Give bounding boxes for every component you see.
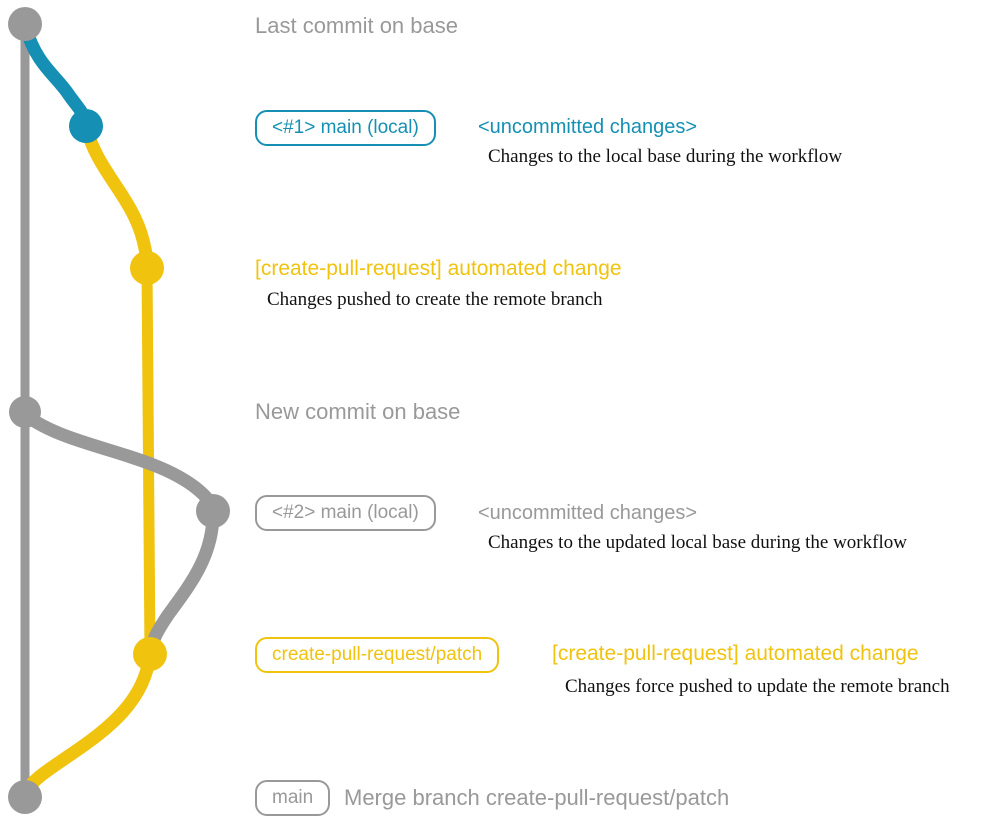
automated-change-2-description: Changes force pushed to update the remot… [565, 676, 950, 697]
main-local-branch-2-line-out [20, 409, 220, 518]
main-local-branch-1-line [18, 19, 94, 133]
commit-node-new-base [9, 396, 41, 428]
commit-node-create-pull-request-2 [133, 637, 167, 671]
merge-message-label: Merge branch create-pull-request/patch [344, 785, 730, 810]
commit-node-merge [8, 780, 42, 814]
commit-node-create-pull-request-1 [130, 251, 164, 285]
main-local-branch-2-line-in [144, 504, 220, 659]
merge-branch-line [19, 647, 157, 799]
commit-node-main-local-2 [196, 494, 230, 528]
new-commit-on-base-label: New commit on base [255, 399, 461, 424]
uncommitted-changes-2-label: <uncommitted changes> [478, 502, 698, 524]
uncommitted-changes-2-description: Changes to the updated local base during… [488, 532, 907, 553]
commit-node-main-local-1 [69, 109, 103, 143]
last-commit-on-base-label: Last commit on base [255, 13, 458, 38]
automated-change-1-label: [create-pull-request] automated change [255, 257, 622, 280]
automated-change-2-label: [create-pull-request] automated change [552, 642, 919, 665]
commit-node-last-base [8, 7, 42, 41]
branch-badge-main: main [255, 780, 331, 816]
create-pull-request-branch-line [79, 119, 154, 275]
branch-badge-main-local-1: <#1> main (local) [255, 110, 436, 146]
uncommitted-changes-1-description: Changes to the local base during the wor… [488, 146, 843, 167]
uncommitted-changes-1-label: <uncommitted changes> [478, 116, 698, 138]
branch-badge-create-pull-request-patch: create-pull-request/patch [255, 637, 500, 673]
branch-badge-main-local-2: <#2> main (local) [255, 495, 436, 531]
automated-change-1-description: Changes pushed to create the remote bran… [267, 289, 603, 310]
